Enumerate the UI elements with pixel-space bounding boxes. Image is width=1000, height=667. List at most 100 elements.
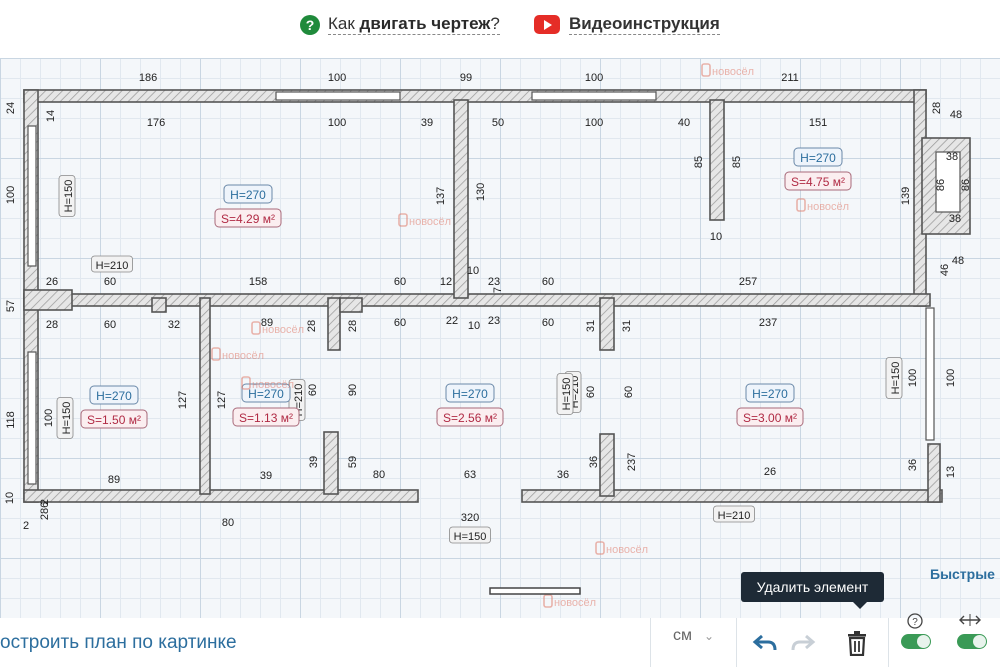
novosel-watermark-logo: новосёл bbox=[241, 376, 294, 391]
dimension-label: 60 bbox=[542, 276, 554, 288]
window-element[interactable] bbox=[925, 307, 935, 441]
dimension-label: 38 bbox=[949, 213, 961, 225]
svg-text:13: 13 bbox=[945, 466, 957, 478]
svg-text:новосёл: новосёл bbox=[222, 350, 264, 362]
quick-actions-label[interactable]: Быстрые bbox=[930, 566, 995, 582]
dimension-label: 63 bbox=[464, 469, 476, 481]
dimension-label: 57 bbox=[5, 300, 17, 312]
svg-text:63: 63 bbox=[464, 469, 476, 481]
wall-segment[interactable] bbox=[151, 297, 167, 313]
wall-segment[interactable] bbox=[199, 297, 211, 495]
svg-text:60: 60 bbox=[585, 386, 597, 398]
svg-text:100: 100 bbox=[328, 72, 346, 84]
undo-button[interactable] bbox=[750, 618, 780, 667]
dimension-label: 38 bbox=[946, 151, 958, 163]
horizontal-arrows-icon bbox=[959, 614, 981, 626]
svg-text:22: 22 bbox=[446, 315, 458, 327]
dimension-label: 10 bbox=[710, 231, 722, 243]
dimension-label: 60 bbox=[623, 386, 635, 398]
novosel-watermark-logo: новосёл bbox=[595, 541, 648, 556]
wall-segment[interactable] bbox=[599, 297, 615, 351]
dimension-label: 23 bbox=[488, 315, 500, 327]
svg-text:36: 36 bbox=[907, 459, 919, 471]
dimension-label: 211 bbox=[781, 72, 799, 84]
svg-text:23: 23 bbox=[488, 276, 500, 288]
dimension-label: 31 bbox=[621, 320, 633, 332]
svg-text:100: 100 bbox=[328, 117, 346, 129]
scroll-handle[interactable] bbox=[489, 587, 581, 595]
svg-text:новосёл: новосёл bbox=[262, 324, 304, 336]
dimension-label: H=210 bbox=[91, 255, 133, 273]
dimension-label: 48 bbox=[950, 109, 962, 121]
window-element[interactable] bbox=[275, 91, 401, 101]
svg-text:7: 7 bbox=[492, 287, 504, 293]
dimension-label: 100 bbox=[43, 409, 55, 427]
svg-text:2: 2 bbox=[39, 499, 51, 505]
svg-text:211: 211 bbox=[781, 72, 799, 84]
window-element[interactable] bbox=[935, 151, 961, 213]
help-bold: двигать чертеж bbox=[359, 14, 491, 33]
snap-toggle[interactable] bbox=[901, 634, 931, 649]
dimension-label: 10 bbox=[467, 265, 479, 277]
svg-text:60: 60 bbox=[623, 386, 635, 398]
wall-segment[interactable] bbox=[521, 489, 943, 503]
wall-segment[interactable] bbox=[23, 489, 419, 503]
question-icon: ? bbox=[300, 14, 320, 35]
dimension-label: 60 bbox=[542, 317, 554, 329]
svg-text:99: 99 bbox=[460, 72, 472, 84]
window-element[interactable] bbox=[27, 351, 37, 485]
dimension-label: 50 bbox=[492, 117, 504, 129]
wall-segment[interactable] bbox=[453, 99, 469, 299]
dimension-label: 158 bbox=[249, 276, 267, 288]
help-prefix: Как bbox=[328, 14, 360, 33]
dimension-label: 100 bbox=[5, 186, 17, 204]
divider bbox=[650, 618, 651, 667]
windows-layer[interactable] bbox=[27, 91, 961, 485]
dimension-label: 186 bbox=[139, 72, 157, 84]
help-link[interactable]: ? Как двигать чертеж? bbox=[300, 14, 500, 35]
redo-button[interactable] bbox=[788, 618, 818, 667]
wall-segment[interactable] bbox=[327, 297, 341, 351]
dimensions-toggle[interactable] bbox=[957, 634, 987, 649]
svg-text:H=150: H=150 bbox=[561, 378, 573, 411]
divider bbox=[888, 618, 889, 667]
dimension-label: 100 bbox=[945, 369, 957, 387]
svg-text:237: 237 bbox=[626, 453, 638, 471]
dimension-label: 151 bbox=[809, 117, 827, 129]
dimension-label: 139 bbox=[900, 187, 912, 205]
window-element[interactable] bbox=[531, 91, 657, 101]
wall-segment[interactable] bbox=[339, 297, 363, 313]
svg-text:новосёл: новосёл bbox=[252, 379, 294, 391]
build-from-image-link[interactable]: остроить план по картинке bbox=[0, 632, 237, 653]
wall-segment[interactable] bbox=[709, 99, 725, 221]
dimension-label: 28 bbox=[46, 319, 58, 331]
svg-text:257: 257 bbox=[739, 276, 757, 288]
svg-text:31: 31 bbox=[621, 320, 633, 332]
wall-segment[interactable] bbox=[23, 89, 927, 103]
window-element[interactable] bbox=[27, 125, 37, 267]
delete-button[interactable] bbox=[842, 618, 872, 667]
dimension-label: H=150 bbox=[58, 175, 76, 217]
help-circle-icon: ? bbox=[907, 613, 923, 629]
wall-segment[interactable] bbox=[599, 433, 615, 497]
video-instruction-link[interactable]: Видеоинструкция bbox=[534, 14, 720, 35]
dimension-label: 286 bbox=[39, 502, 51, 520]
wall-segment[interactable] bbox=[23, 289, 73, 311]
wall-segment[interactable] bbox=[927, 443, 941, 503]
dimension-label: 28 bbox=[347, 320, 359, 332]
dimension-label: 22 bbox=[446, 315, 458, 327]
unit-select[interactable]: см ⌄ bbox=[673, 627, 714, 645]
svg-text:H=210: H=210 bbox=[96, 260, 129, 272]
wall-segment[interactable] bbox=[323, 431, 339, 495]
dimension-label: H=150 bbox=[885, 357, 903, 399]
svg-text:новосёл: новосёл bbox=[712, 66, 754, 78]
dimension-label: 60 bbox=[585, 386, 597, 398]
